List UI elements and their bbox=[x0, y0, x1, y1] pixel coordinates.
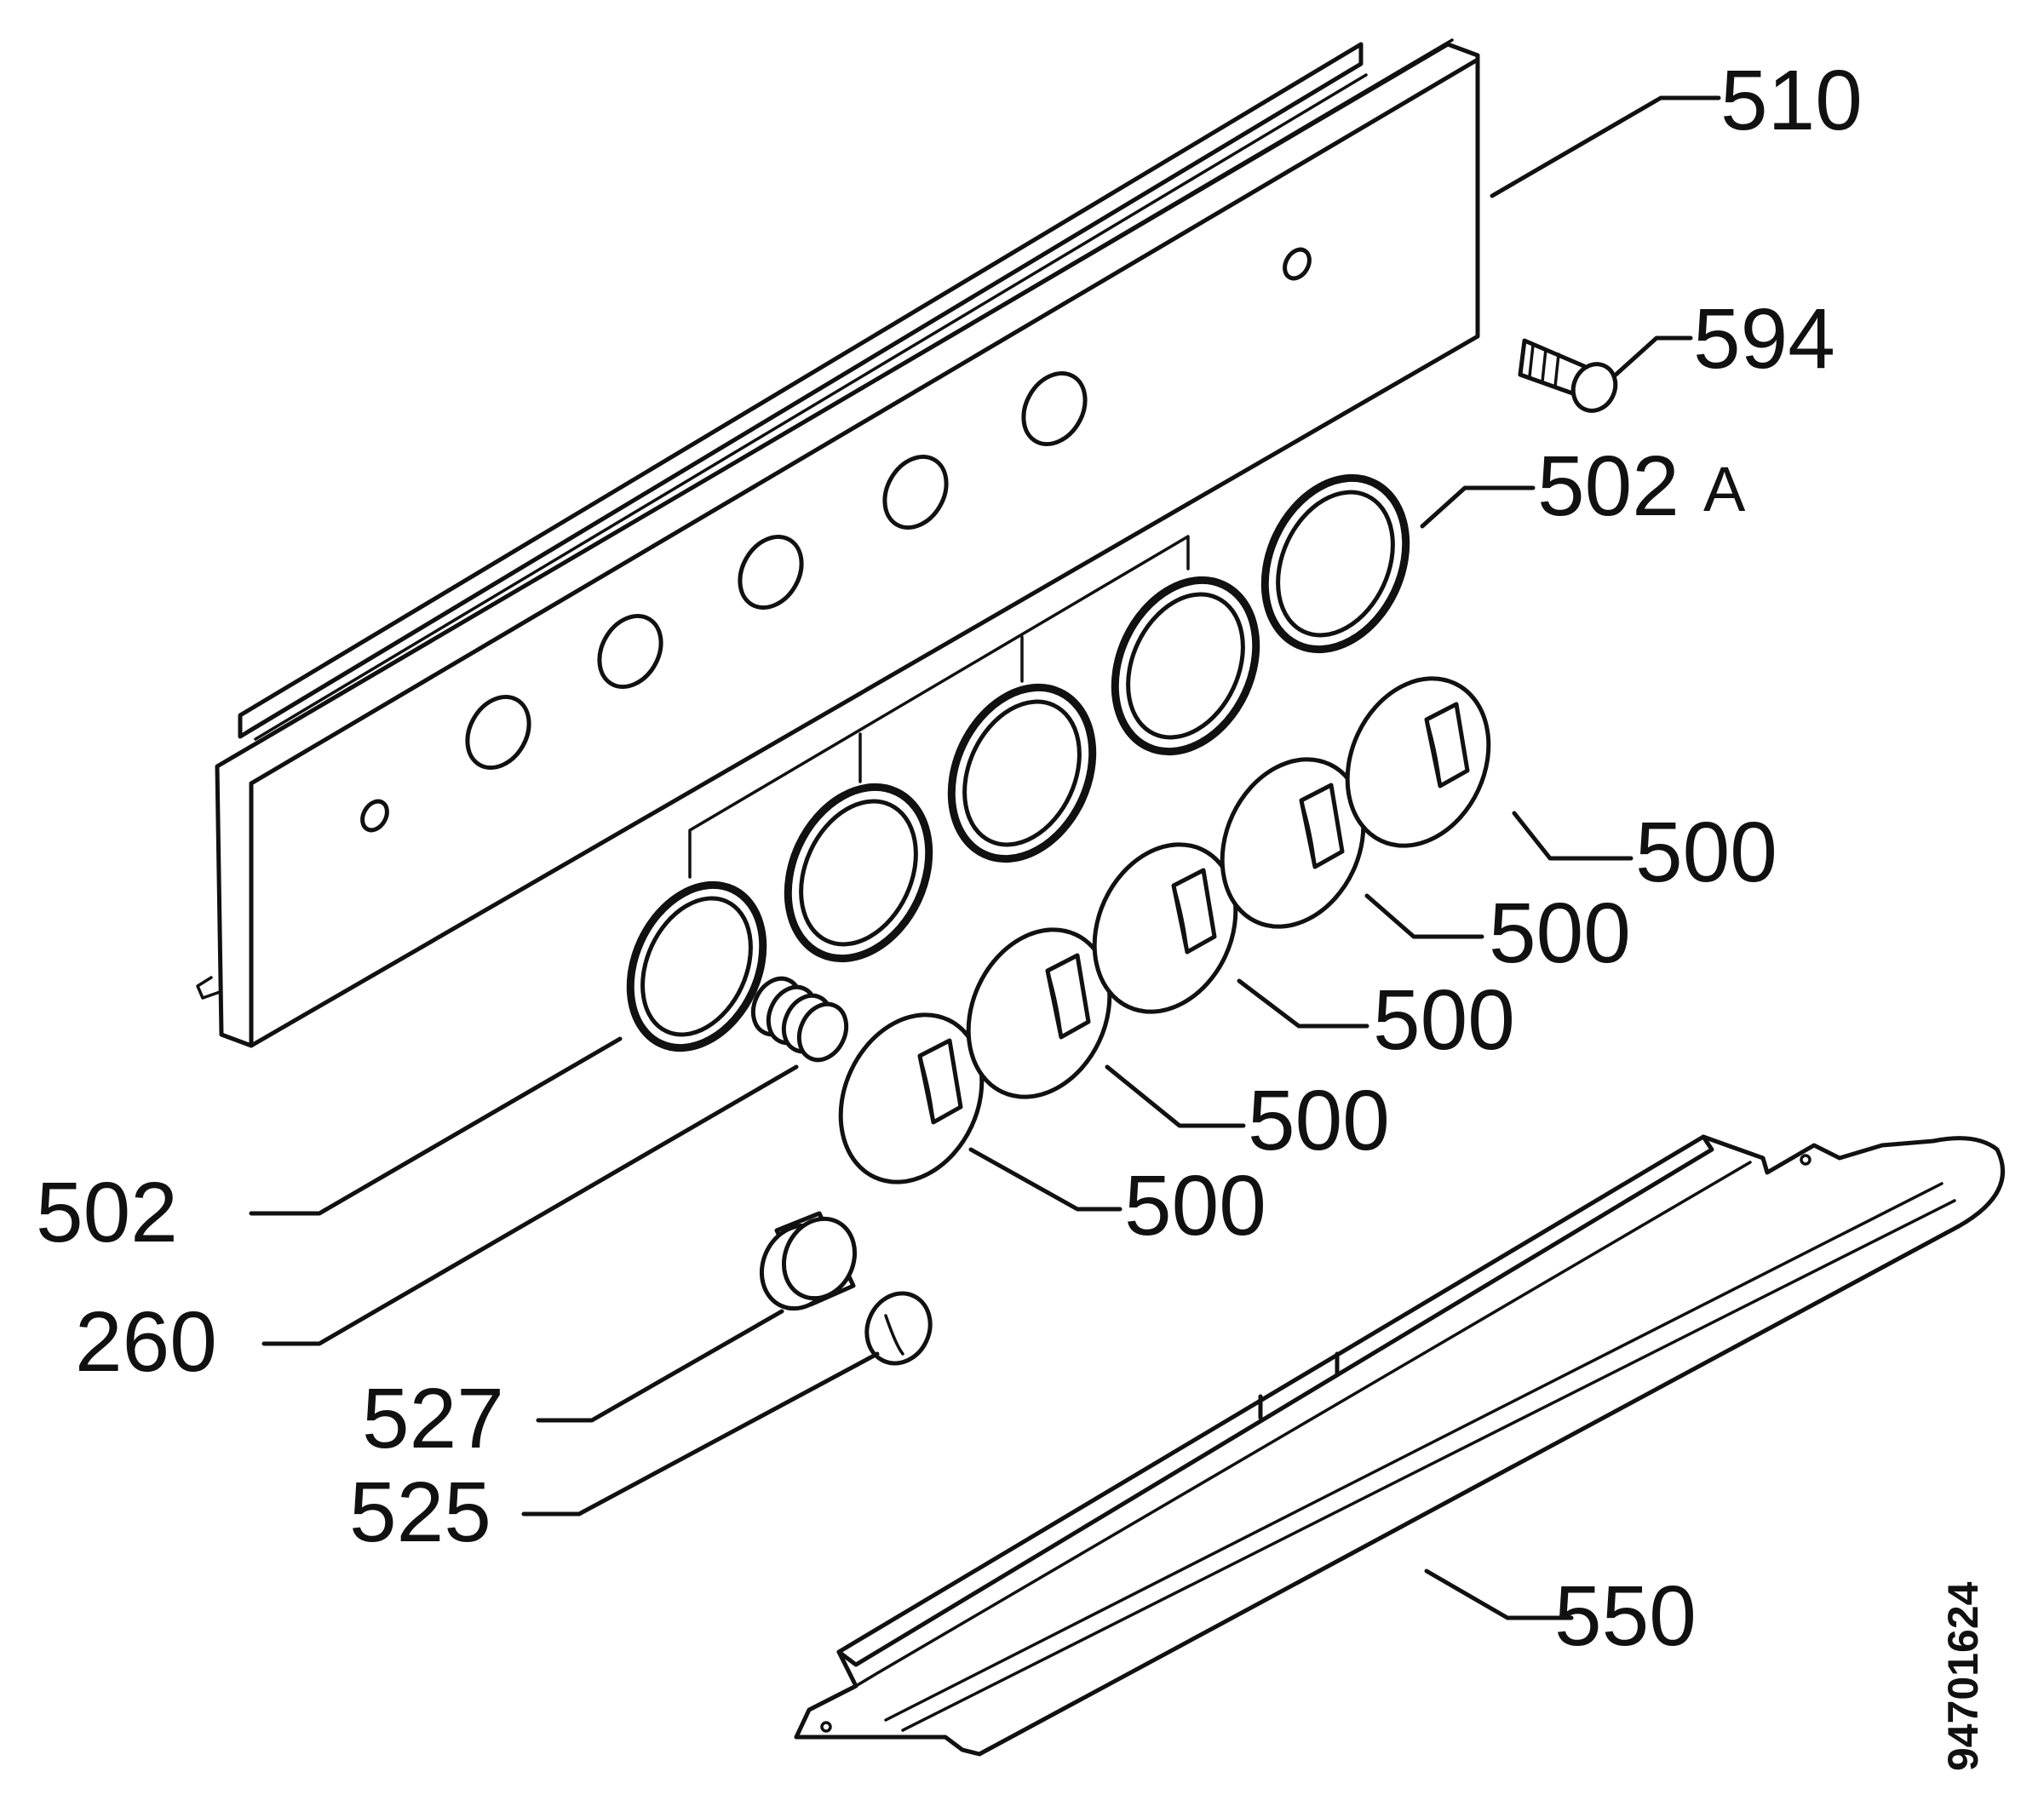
panel-hole bbox=[882, 454, 949, 530]
label-260: 260 bbox=[75, 1294, 217, 1390]
knob bbox=[838, 1012, 985, 1184]
panel-hole-small bbox=[1283, 247, 1312, 281]
bezel-ring bbox=[784, 783, 933, 963]
bezel-ring bbox=[947, 683, 1097, 863]
label-502a: 502 bbox=[1537, 439, 1679, 534]
bezel-ring bbox=[1111, 576, 1260, 756]
label-500-knob-4: 500 bbox=[1489, 886, 1631, 981]
spring-260 bbox=[750, 976, 849, 1063]
label-502a-suffix: A bbox=[1703, 454, 1746, 525]
knob bbox=[1092, 842, 1238, 1014]
panel-hole bbox=[597, 613, 663, 690]
bezel-ring-502a bbox=[1260, 473, 1410, 654]
indicator-lamp-594 bbox=[1518, 338, 1618, 413]
knob bbox=[1345, 676, 1491, 848]
document-number: 94701624 bbox=[1939, 1581, 1987, 1771]
control-panel-510 bbox=[196, 38, 1480, 1048]
label-500-knob-5: 500 bbox=[1635, 805, 1777, 900]
knob bbox=[966, 927, 1112, 1099]
label-525: 525 bbox=[349, 1465, 491, 1560]
label-500-knob-1: 500 bbox=[1124, 1158, 1266, 1253]
leader-lines bbox=[249, 95, 1721, 1620]
panel-hole bbox=[1021, 370, 1088, 447]
bezel-ring bbox=[626, 880, 767, 1052]
label-510: 510 bbox=[1720, 53, 1863, 148]
panel-hole bbox=[738, 534, 804, 611]
knob bbox=[1220, 757, 1366, 929]
panel-hole bbox=[465, 694, 531, 771]
panel-hole-small bbox=[360, 799, 389, 833]
button-525 bbox=[864, 1291, 933, 1366]
cover-strip-550 bbox=[794, 1134, 2006, 1757]
label-500-knob-2: 500 bbox=[1248, 1073, 1390, 1168]
part-labels: 510 594 502 A 500 500 500 500 500 502 26… bbox=[36, 53, 1987, 1771]
label-502: 502 bbox=[36, 1165, 178, 1260]
label-500-knob-3: 500 bbox=[1373, 972, 1515, 1068]
label-550: 550 bbox=[1554, 1568, 1697, 1664]
bezel-group-bracket bbox=[688, 535, 1190, 879]
label-527: 527 bbox=[362, 1371, 504, 1466]
button-cap-527 bbox=[759, 1211, 858, 1311]
label-594: 594 bbox=[1693, 291, 1835, 387]
